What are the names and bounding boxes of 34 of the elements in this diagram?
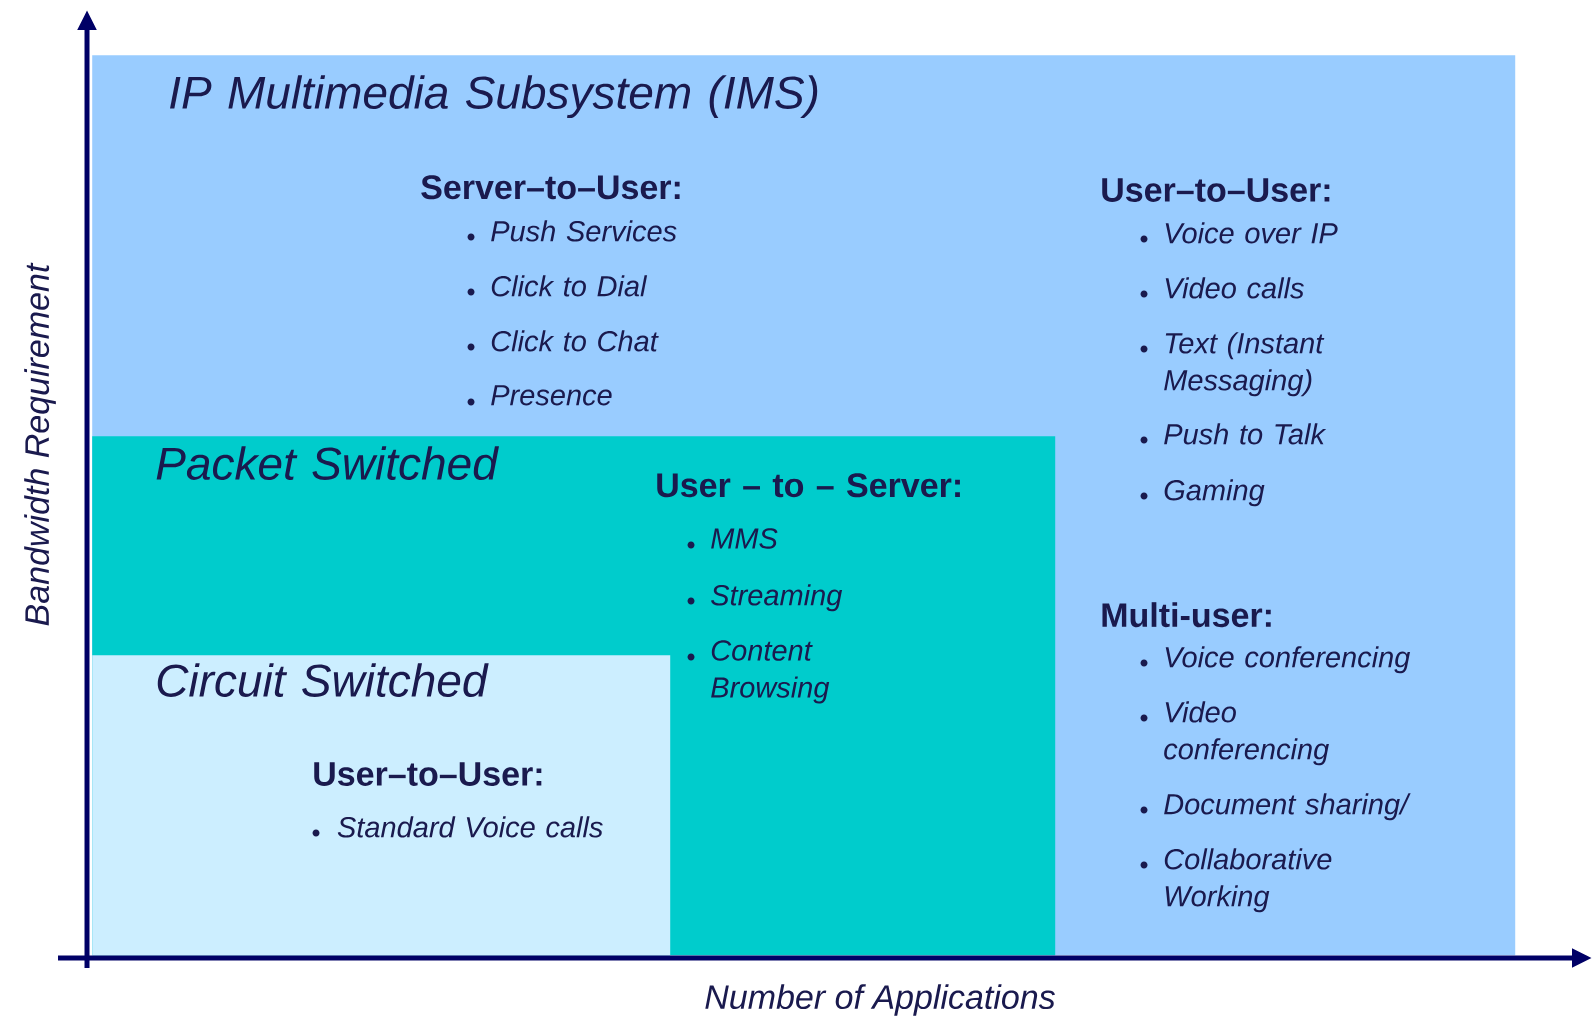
section-heading: User–to–User:	[314, 762, 542, 786]
section-heading: Server–to–User:	[421, 175, 680, 200]
region-title: Packet Switched	[156, 446, 499, 480]
node-label: Presence	[491, 385, 612, 406]
list-item: Video calls	[1140, 277, 1304, 299]
region-title: Circuit Switched	[157, 663, 489, 697]
list-item: Push Services	[467, 220, 677, 242]
list-item: Text (Instant Messaging)	[1140, 332, 1325, 397]
list-item: Streaming	[687, 584, 843, 612]
axis-label: Bandwidth Requirement	[24, 262, 56, 626]
region-title: IP Multimedia Subsystem (IMS)	[170, 75, 818, 119]
list-item: Click to Dial	[467, 275, 648, 297]
list-item: Push to Talk	[1140, 423, 1327, 445]
list-item: Presence	[467, 385, 612, 406]
list-item: MMS	[687, 528, 778, 549]
axis-label: Number of Applications	[705, 984, 1055, 1016]
node-label: MMS	[711, 528, 778, 549]
section-heading: User–to–User:	[1102, 178, 1330, 202]
section-heading: Multi-user:	[1102, 602, 1271, 628]
list-item: Gaming	[1140, 479, 1265, 507]
section-heading: User – to – Server:	[657, 473, 960, 498]
node-label: Video calls	[1165, 277, 1304, 299]
list-item: Voice over IP	[1140, 222, 1338, 244]
list-item: Video conferencing	[1140, 701, 1329, 766]
list-item: Click to Chat	[467, 330, 659, 352]
list-item: Document sharing/	[1140, 793, 1411, 821]
node-label: Gaming	[1164, 479, 1265, 507]
node-label: Streaming	[711, 584, 843, 612]
list-item: Collaborative Working	[1140, 848, 1332, 913]
list-item: Voice conferencing	[1140, 646, 1411, 674]
node-label: Content Browsing	[711, 640, 830, 704]
list-item: Standard Voice calls	[312, 816, 603, 838]
region-panel	[92, 655, 671, 956]
list-item: Content Browsing	[687, 640, 830, 704]
